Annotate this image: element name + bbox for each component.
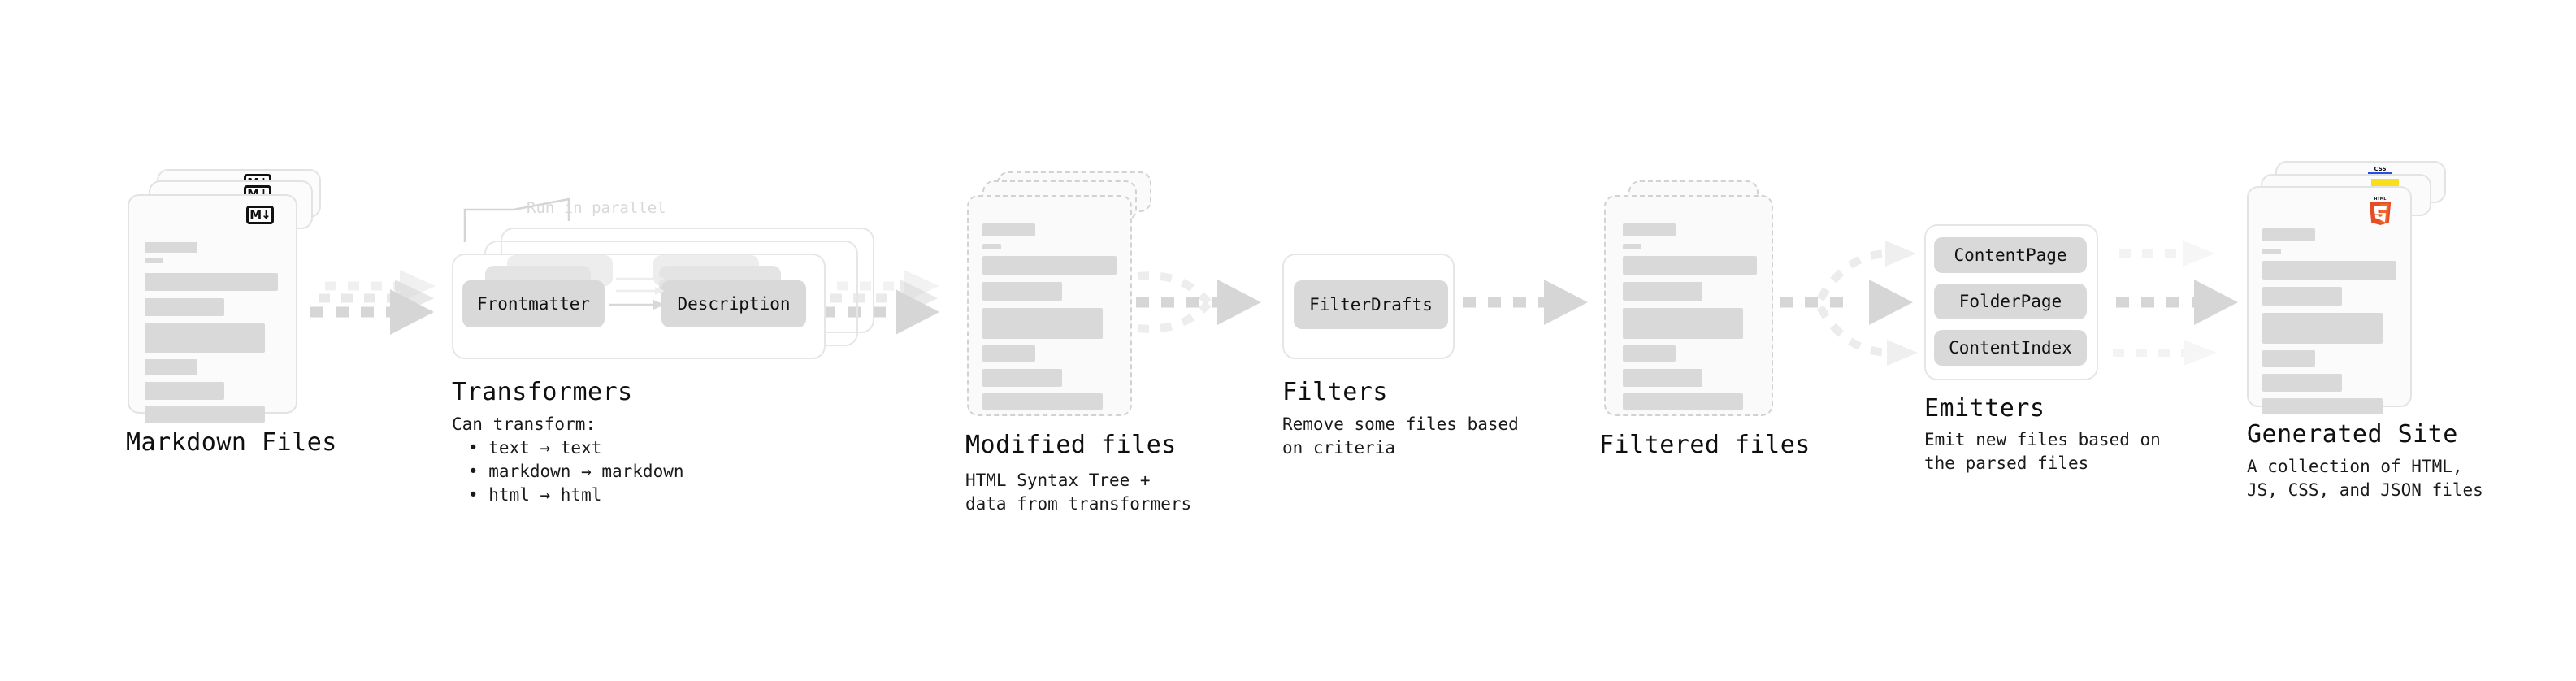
arrow-filtered-to-emitters bbox=[1780, 241, 1918, 366]
placeholder-bar bbox=[1623, 256, 1757, 275]
placeholder-bar bbox=[145, 298, 224, 316]
transformers-bullet-3: • html → html bbox=[468, 485, 602, 505]
placeholder-bar bbox=[145, 273, 278, 291]
placeholder-bar bbox=[145, 258, 163, 263]
emitter-chip-contentindex[interactable]: ContentIndex bbox=[1934, 330, 2087, 366]
placeholder-bar bbox=[1623, 393, 1743, 410]
transformers-description: Can transform: bbox=[452, 414, 596, 434]
svg-text:HTML: HTML bbox=[2374, 197, 2387, 202]
site-card-front[interactable]: HTML bbox=[2247, 186, 2412, 414]
placeholder-bar bbox=[1623, 282, 1702, 301]
placeholder-bar bbox=[2262, 249, 2281, 254]
generated-site-description: A collection of HTML, JS, CSS, and JSON … bbox=[2247, 457, 2483, 500]
placeholder-bar bbox=[145, 242, 197, 253]
placeholder-bar bbox=[145, 406, 265, 423]
placeholder-bar bbox=[145, 323, 265, 353]
html5-icon: HTML bbox=[2369, 197, 2392, 225]
transformers-bullet-2: • markdown → markdown bbox=[468, 462, 684, 481]
filtered-card-front[interactable] bbox=[1604, 195, 1773, 416]
filter-chip-filterdrafts[interactable]: FilterDrafts bbox=[1294, 280, 1448, 329]
emitters-description: Emit new files based on the parsed files bbox=[1924, 430, 2161, 473]
stage-title-transformers: Transformers bbox=[452, 378, 633, 406]
placeholder-bar bbox=[2262, 228, 2315, 241]
stage-title-filtered-files: Filtered files bbox=[1599, 431, 1811, 459]
transformer-chip-description[interactable]: Description bbox=[661, 280, 806, 327]
arrow-emitters-to-site bbox=[2113, 241, 2238, 366]
placeholder-bar bbox=[982, 256, 1117, 275]
transformer-chip-frontmatter[interactable]: Frontmatter bbox=[462, 280, 605, 327]
placeholder-bar bbox=[1623, 308, 1743, 339]
placeholder-bar bbox=[982, 369, 1062, 387]
placeholder-bar bbox=[2262, 350, 2315, 367]
arrow-modified-to-filters bbox=[1136, 271, 1261, 333]
stage-title-generated-site: Generated Site bbox=[2247, 420, 2458, 449]
arrow-markdown-to-transformers bbox=[310, 270, 436, 335]
css3-icon: CSS bbox=[2368, 166, 2392, 176]
run-in-parallel-label: Run in parallel bbox=[527, 199, 666, 217]
placeholder-bar bbox=[982, 393, 1103, 410]
placeholder-bar bbox=[982, 282, 1062, 301]
stage-title-filters: Filters bbox=[1282, 378, 1388, 406]
placeholder-bar bbox=[2262, 398, 2383, 414]
transformers-bullet-1: • text → text bbox=[468, 438, 602, 458]
markdown-card-front[interactable]: M↓ bbox=[128, 194, 297, 423]
modified-card-front[interactable] bbox=[967, 195, 1132, 416]
placeholder-bar bbox=[145, 359, 197, 375]
placeholder-bar bbox=[2262, 374, 2342, 392]
stage-title-markdown-files: Markdown Files bbox=[126, 428, 337, 457]
placeholder-bar bbox=[982, 223, 1035, 236]
placeholder-bar bbox=[982, 308, 1103, 339]
css3-icon-underline bbox=[2368, 172, 2392, 175]
stage-title-modified-files: Modified files bbox=[965, 431, 1177, 459]
placeholder-bar bbox=[982, 345, 1035, 362]
placeholder-bar bbox=[982, 244, 1001, 249]
emitter-chip-contentpage[interactable]: ContentPage bbox=[1934, 237, 2087, 273]
placeholder-bar bbox=[145, 382, 224, 400]
arrow-filters-to-filtered bbox=[1463, 280, 1588, 325]
placeholder-bar bbox=[2262, 313, 2383, 344]
placeholder-bar bbox=[2262, 287, 2342, 306]
markdown-badge-front: M↓ bbox=[246, 206, 274, 224]
placeholder-bar bbox=[1623, 345, 1676, 362]
filters-description: Remove some files based on criteria bbox=[1282, 414, 1519, 458]
stage-title-emitters: Emitters bbox=[1924, 394, 2045, 423]
placeholder-bar bbox=[2262, 261, 2396, 280]
css3-icon-label: CSS bbox=[2374, 166, 2387, 172]
placeholder-bar bbox=[1623, 244, 1641, 249]
placeholder-bar bbox=[1623, 223, 1676, 236]
placeholder-bar bbox=[1623, 369, 1702, 387]
modified-files-description: HTML Syntax Tree + data from transformer… bbox=[965, 471, 1192, 514]
emitter-chip-folderpage[interactable]: FolderPage bbox=[1934, 284, 2087, 319]
